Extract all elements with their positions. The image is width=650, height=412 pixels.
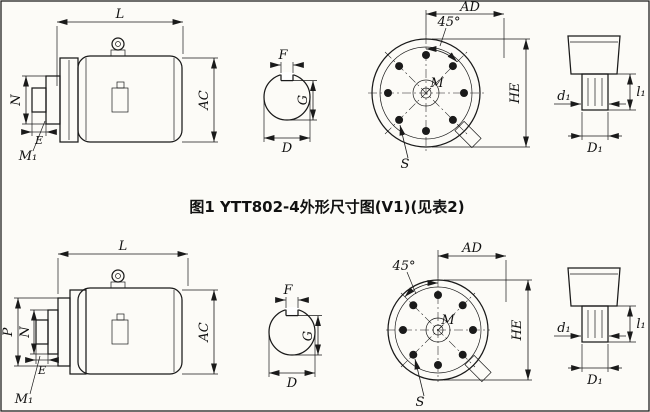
motor-side-view-top: L N <box>9 7 218 164</box>
dim-L: L <box>57 239 189 294</box>
dim-l1: l₁ <box>608 73 646 111</box>
dim-HE: HE <box>444 279 532 381</box>
dim-E: E <box>25 344 59 377</box>
shaft-section-view-top: F G D <box>263 48 317 156</box>
dim-AC: AC <box>182 289 218 375</box>
dim-label-F: F <box>282 283 293 298</box>
label-M: M <box>438 313 455 330</box>
dim-label-L: L <box>115 7 125 22</box>
dim-label-M1: M₁ <box>18 149 38 164</box>
shaft-end-view-top: l₁ d₁ D₁ <box>554 35 646 156</box>
dim-label-l1: l₁ <box>636 85 645 100</box>
dim-G: G <box>287 80 317 121</box>
terminal-plate <box>111 87 129 113</box>
dim-AD: AD <box>425 0 505 58</box>
dim-D1: D₁ <box>568 344 622 388</box>
dim-F: F <box>275 283 309 308</box>
bolt-holes <box>399 291 477 369</box>
dim-F: F <box>270 48 304 73</box>
dim-N: N <box>18 309 48 355</box>
label-M: M <box>426 76 444 93</box>
dim-D: D <box>268 334 316 391</box>
dim-label-AC: AC <box>197 322 212 342</box>
dim-label-M: M <box>429 76 444 91</box>
label-M1: M₁ <box>14 355 41 407</box>
shaft-end-view-bottom: l₁ d₁ D₁ <box>554 267 646 388</box>
dim-label-45: 45° <box>391 259 415 274</box>
figure-caption: 图1 YTT802-4外形尺寸图(V1)(见表2) <box>189 198 464 216</box>
dim-D1: D₁ <box>568 112 622 156</box>
dim-d1: d₁ <box>554 321 626 339</box>
terminal-box <box>464 354 492 383</box>
dim-P: P <box>1 297 58 367</box>
dim-label-E: E <box>37 364 46 377</box>
lifting-eyebolt <box>110 269 126 289</box>
keyway <box>285 307 299 317</box>
dim-label-D1: D₁ <box>586 373 603 388</box>
dim-label-AD: AD <box>461 241 482 256</box>
dim-label-d1: d₁ <box>557 321 571 336</box>
flange-front-view-bottom: M 45° AD HE S <box>386 241 532 410</box>
dim-label-P: P <box>1 327 16 337</box>
shaft-hole-circle <box>412 79 440 107</box>
motor-side-view-bottom: L P N <box>1 239 218 407</box>
dim-label-G: G <box>296 95 311 105</box>
dim-label-N: N <box>9 94 24 107</box>
shaft-section-view-bottom: F G D <box>268 283 322 391</box>
keyway <box>280 72 294 82</box>
center-hole-circle <box>432 324 444 336</box>
dim-AC: AC <box>182 57 218 143</box>
angle-45: 45° <box>391 259 439 298</box>
terminal-box <box>454 120 482 149</box>
dim-label-AD: AD <box>459 0 480 15</box>
dim-label-d1: d₁ <box>557 89 571 104</box>
center-hole-circle <box>420 87 432 99</box>
dim-l1: l₁ <box>608 305 646 343</box>
dim-label-45: 45° <box>436 15 460 30</box>
front-endbell <box>31 57 79 143</box>
dim-label-D: D <box>286 376 298 391</box>
dim-D: D <box>263 99 311 156</box>
dim-label-F: F <box>277 48 288 63</box>
angle-45: 45° <box>425 15 461 63</box>
dim-label-D1: D₁ <box>586 141 603 156</box>
label-M1: M₁ <box>18 120 46 164</box>
dim-label-E: E <box>34 134 43 147</box>
bolt-holes <box>384 51 468 135</box>
terminal-plate <box>111 319 129 345</box>
dim-N: N <box>9 75 46 125</box>
dim-label-M1: M₁ <box>14 392 34 407</box>
flange-front-view-top: M 45° AD HE S <box>368 0 530 172</box>
shaft-hole-circle <box>425 317 451 343</box>
lifting-eyebolt <box>110 37 126 57</box>
dim-AD: AD <box>437 241 507 302</box>
dim-d1: d₁ <box>554 89 626 107</box>
dim-label-HE: HE <box>510 319 525 341</box>
dim-label-S: S <box>401 157 410 172</box>
shaft-stub <box>31 87 47 113</box>
dim-label-HE: HE <box>508 82 523 104</box>
dim-label-L: L <box>118 239 128 254</box>
dim-E: E <box>21 112 57 147</box>
dim-HE: HE <box>432 38 530 148</box>
dim-G: G <box>292 315 322 356</box>
dim-label-N: N <box>18 326 33 339</box>
dim-label-l1: l₁ <box>636 317 645 332</box>
dim-label-D: D <box>281 141 293 156</box>
dim-label-S: S <box>416 395 425 410</box>
label-S: S <box>399 124 410 172</box>
dim-label-M: M <box>440 313 455 328</box>
dim-label-G: G <box>301 331 316 341</box>
front-endbell <box>35 289 87 375</box>
dim-label-AC: AC <box>197 90 212 110</box>
label-S: S <box>414 358 425 410</box>
